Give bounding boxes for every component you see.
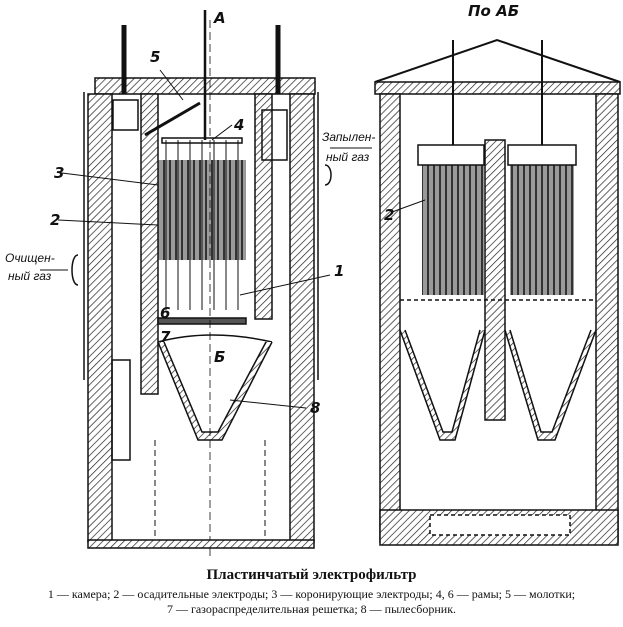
label-3: 3 <box>54 164 64 182</box>
legend-line-1: 1 — камера; 2 — осадительные электроды; … <box>47 587 576 601</box>
electrode-block-left <box>422 165 484 295</box>
frame-4 <box>161 137 243 144</box>
inner-wall-right <box>254 93 273 320</box>
label-8: 8 <box>310 399 320 417</box>
label-4: 4 <box>233 116 244 134</box>
label-b: Б <box>214 348 225 366</box>
outer-wall-right <box>289 93 315 543</box>
figure-title: Пластинчатый электрофильтр <box>206 567 417 583</box>
label-2: 2 <box>50 211 60 229</box>
inner-wall-left <box>140 93 159 395</box>
electrode-block-right <box>510 165 574 295</box>
hammer-rod <box>144 101 201 137</box>
legend-line-2: 7 — газораспределительная решетка; 8 — п… <box>166 602 457 616</box>
label-a: А <box>213 9 226 27</box>
label-6: 6 <box>160 304 170 322</box>
dusty-gas-label-1: Запылен- <box>322 130 375 144</box>
outer-wall-left <box>87 93 113 543</box>
section-label: По АБ <box>468 2 519 20</box>
clean-gas-label-2: ный газ <box>8 269 52 283</box>
clean-gas-label-1: Очищен- <box>5 251 55 265</box>
label-1: 1 <box>334 262 344 280</box>
label-5: 5 <box>150 48 160 66</box>
figure-legend: 1 — камера; 2 — осадительные электроды; … <box>0 587 623 617</box>
frame-6 <box>157 317 247 325</box>
leader-lines <box>57 69 331 409</box>
dusty-gas-label-2: ный газ <box>326 150 370 164</box>
label-7: 7 <box>160 328 171 346</box>
right-view <box>374 38 621 546</box>
label-2-right: 2 <box>384 206 394 224</box>
left-view <box>40 10 372 560</box>
electrofilter-diagram: А 5 4 3 2 1 6 7 Б 8 Очищен- ный газ 2 По… <box>5 2 621 560</box>
